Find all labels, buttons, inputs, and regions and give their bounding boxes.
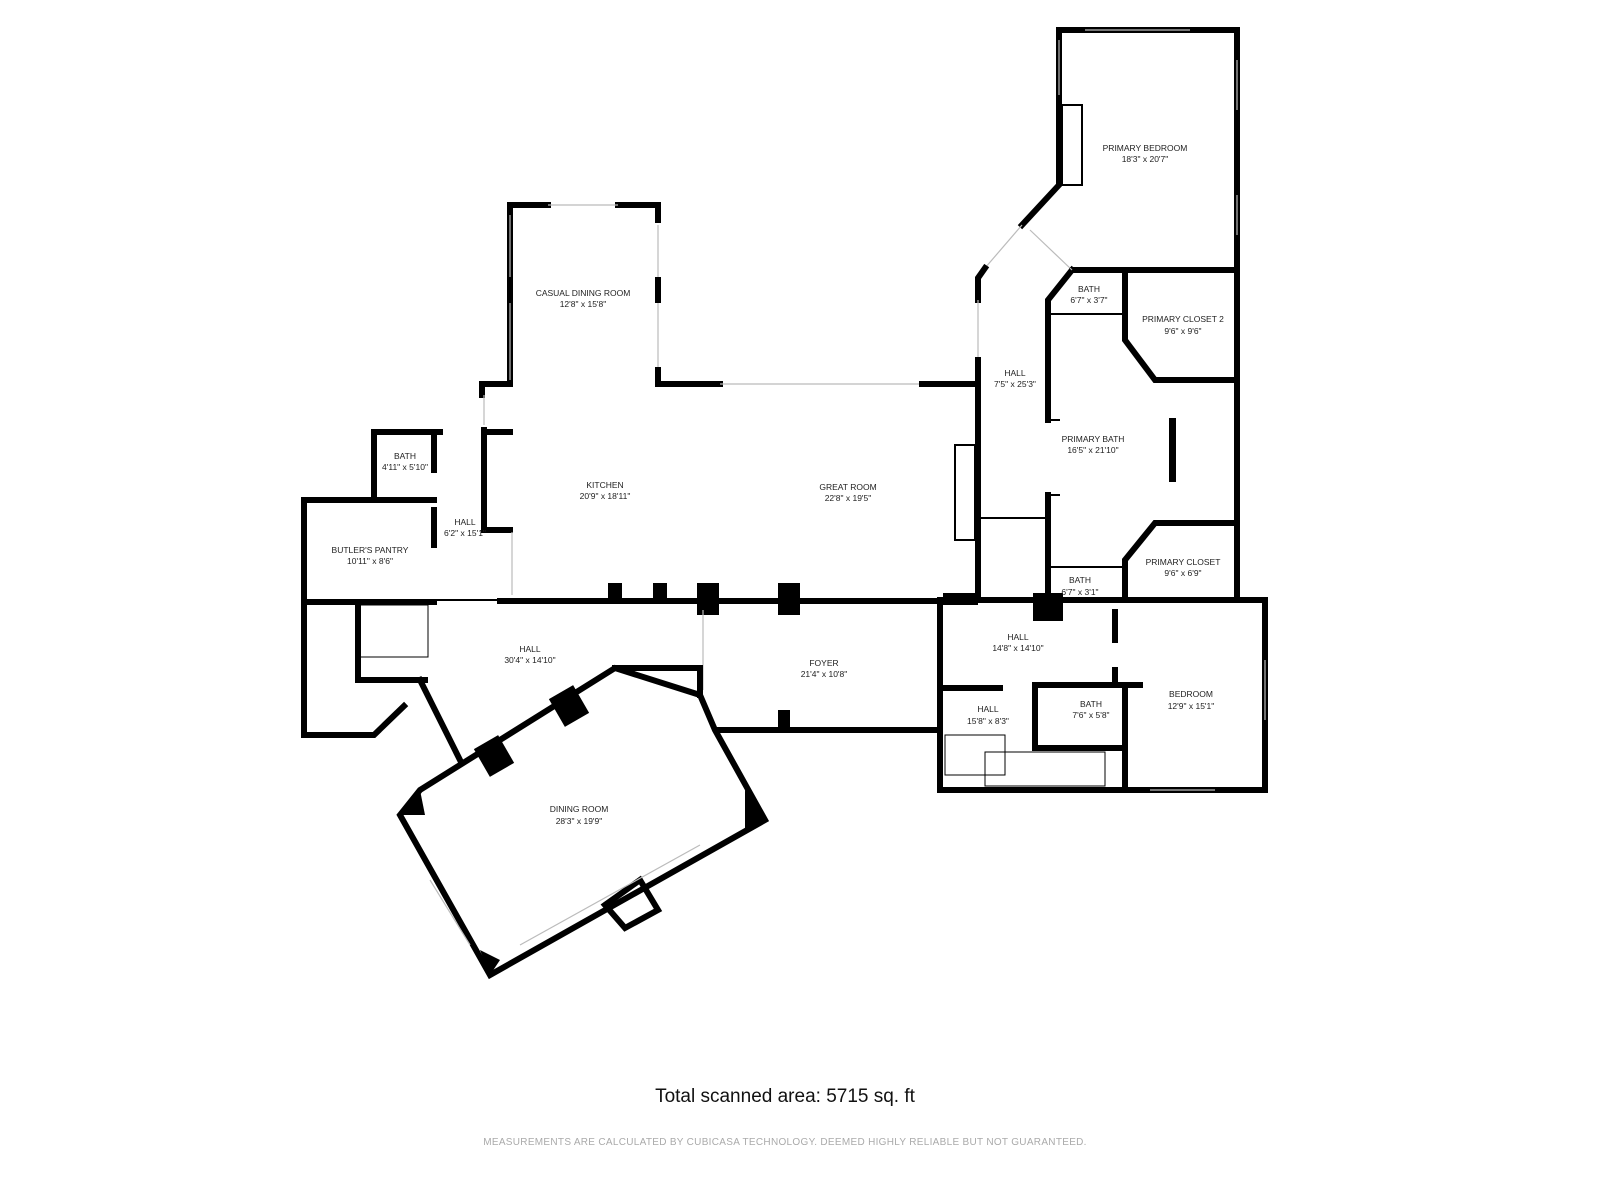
total-area: Total scanned area: 5715 sq. ft (655, 1086, 915, 1107)
svg-text:PRIMARY BATH: PRIMARY BATH (1062, 434, 1125, 444)
svg-text:KITCHEN: KITCHEN (586, 480, 623, 490)
svg-text:20'9" x 18'11": 20'9" x 18'11" (580, 491, 631, 501)
svg-text:12'9" x 15'1": 12'9" x 15'1" (1168, 701, 1215, 711)
svg-text:HALL: HALL (977, 704, 999, 714)
svg-text:HALL: HALL (454, 517, 476, 527)
room-dining-room: DINING ROOM 28'3" x 19'9" (550, 804, 609, 826)
svg-text:PRIMARY BEDROOM: PRIMARY BEDROOM (1103, 143, 1188, 153)
svg-text:15'8" x 8'3": 15'8" x 8'3" (967, 716, 1009, 726)
svg-text:PRIMARY CLOSET: PRIMARY CLOSET (1146, 557, 1221, 567)
svg-text:BEDROOM: BEDROOM (1169, 689, 1213, 699)
svg-text:HALL: HALL (519, 644, 541, 654)
svg-text:6'7" x 3'1": 6'7" x 3'1" (1061, 587, 1098, 597)
svg-text:21'4" x 10'8": 21'4" x 10'8" (801, 669, 848, 679)
svg-text:22'8" x 19'5": 22'8" x 19'5" (825, 493, 872, 503)
svg-text:BATH: BATH (394, 451, 416, 461)
svg-text:6'2" x 15'1": 6'2" x 15'1" (444, 528, 486, 538)
svg-text:BATH: BATH (1078, 284, 1100, 294)
svg-text:HALL: HALL (1007, 632, 1029, 642)
svg-text:14'8" x 14'10": 14'8" x 14'10" (992, 643, 1043, 653)
svg-text:28'3" x 19'9": 28'3" x 19'9" (556, 816, 603, 826)
room-primary-closet-2: PRIMARY CLOSET 2 9'6" x 9'6" (1142, 314, 1224, 336)
svg-text:6'7" x 3'7": 6'7" x 3'7" (1070, 295, 1107, 305)
svg-text:12'8" x 15'8": 12'8" x 15'8" (560, 299, 607, 309)
svg-text:7'5" x 25'3": 7'5" x 25'3" (994, 379, 1036, 389)
svg-text:9'6" x 9'6": 9'6" x 9'6" (1164, 326, 1201, 336)
svg-text:PRIMARY CLOSET 2: PRIMARY CLOSET 2 (1142, 314, 1224, 324)
room-hall-south: HALL 15'8" x 8'3" (967, 704, 1009, 726)
svg-text:HALL: HALL (1004, 368, 1026, 378)
svg-text:BATH: BATH (1069, 575, 1091, 585)
svg-text:7'6" x 5'8": 7'6" x 5'8" (1072, 710, 1109, 720)
svg-text:10'11" x 8'6": 10'11" x 8'6" (347, 556, 393, 566)
svg-text:18'3" x 20'7": 18'3" x 20'7" (1122, 154, 1169, 164)
svg-text:BUTLER'S PANTRY: BUTLER'S PANTRY (332, 545, 409, 555)
room-bath-primary-bottom: BATH 6'7" x 3'1" (1061, 575, 1098, 597)
room-bedroom: BEDROOM 12'9" x 15'1" (1168, 689, 1215, 711)
disclaimer: MEASUREMENTS ARE CALCULATED BY CUBICASA … (483, 1137, 1087, 1148)
svg-text:DINING ROOM: DINING ROOM (550, 804, 609, 814)
walls (301, 27, 1268, 980)
svg-text:CASUAL DINING ROOM: CASUAL DINING ROOM (536, 288, 631, 298)
svg-text:FOYER: FOYER (809, 658, 838, 668)
svg-text:30'4" x 14'10": 30'4" x 14'10" (504, 655, 555, 665)
svg-text:9'6" x 6'9": 9'6" x 6'9" (1164, 568, 1201, 578)
svg-text:16'5" x 21'10": 16'5" x 21'10" (1067, 445, 1118, 455)
svg-text:BATH: BATH (1080, 699, 1102, 709)
svg-text:GREAT ROOM: GREAT ROOM (819, 482, 876, 492)
svg-text:4'11" x 5'10": 4'11" x 5'10" (382, 462, 428, 472)
